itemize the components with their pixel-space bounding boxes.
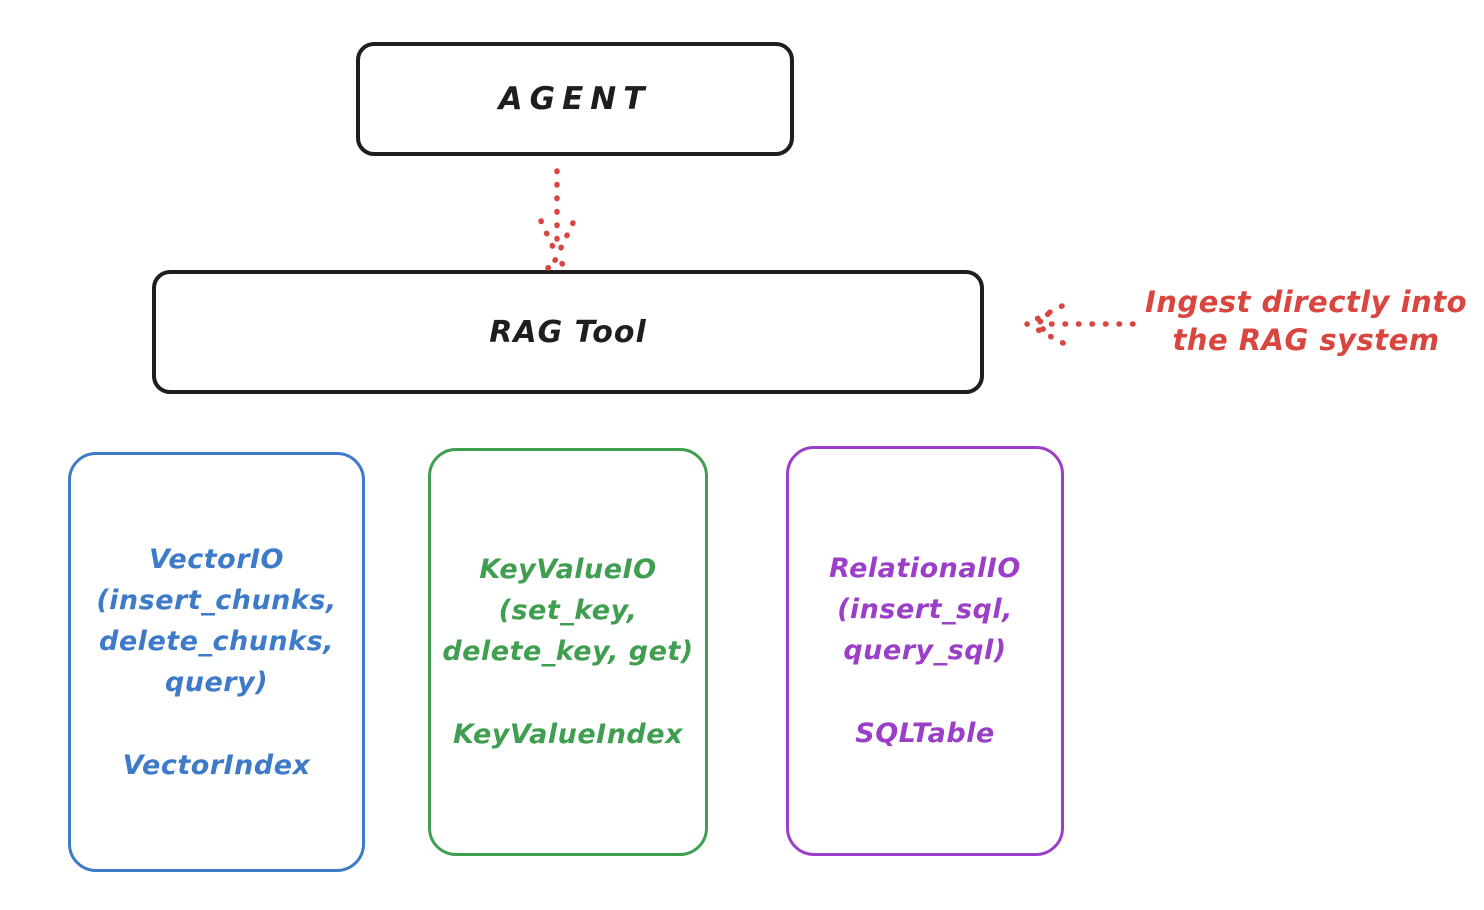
vector-io-node: VectorIO (insert_chunks, delete_chunks, … bbox=[68, 452, 365, 872]
dotted-down-arrow-icon bbox=[538, 168, 576, 271]
keyvalue-io-line: delete_key, get) bbox=[442, 636, 694, 667]
agent-node: AGENT bbox=[356, 42, 794, 156]
relational-io-node: RelationalIO (insert_sql, query_sql) SQL… bbox=[786, 446, 1064, 856]
rag-tool-node: RAG Tool bbox=[152, 270, 984, 394]
rag-tool-label: RAG Tool bbox=[489, 314, 647, 350]
vector-io-line: query) bbox=[164, 666, 269, 698]
keyvalue-io-label: KeyValueIO (set_key, delete_key, get) Ke… bbox=[442, 549, 693, 755]
dotted-left-arrow-icon bbox=[1024, 303, 1136, 346]
relational-io-label: RelationalIO (insert_sql, query_sql) SQL… bbox=[829, 548, 1021, 754]
ingest-annotation-line2: the RAG system bbox=[1172, 323, 1440, 357]
keyvalue-io-line: (set_key, bbox=[498, 595, 638, 626]
vector-io-line: (insert_chunks, bbox=[96, 584, 337, 616]
relational-io-line: RelationalIO bbox=[829, 553, 1021, 584]
keyvalue-index-label: KeyValueIndex bbox=[453, 719, 683, 750]
sql-table-label: SQLTable bbox=[855, 718, 995, 749]
relational-io-line: (insert_sql, bbox=[837, 594, 1013, 625]
ingest-annotation: Ingest directly into the RAG system bbox=[1138, 283, 1474, 359]
vector-io-line: VectorIO bbox=[148, 543, 285, 575]
keyvalue-io-line: KeyValueIO bbox=[479, 554, 657, 585]
keyvalue-io-node: KeyValueIO (set_key, delete_key, get) Ke… bbox=[428, 448, 708, 856]
vector-io-line: delete_chunks, bbox=[99, 625, 334, 657]
vector-io-label: VectorIO (insert_chunks, delete_chunks, … bbox=[96, 539, 336, 786]
relational-io-line: query_sql) bbox=[843, 635, 1007, 666]
ingest-annotation-line1: Ingest directly into bbox=[1144, 285, 1468, 319]
vector-index-label: VectorIndex bbox=[122, 749, 311, 781]
agent-label: AGENT bbox=[498, 81, 652, 117]
